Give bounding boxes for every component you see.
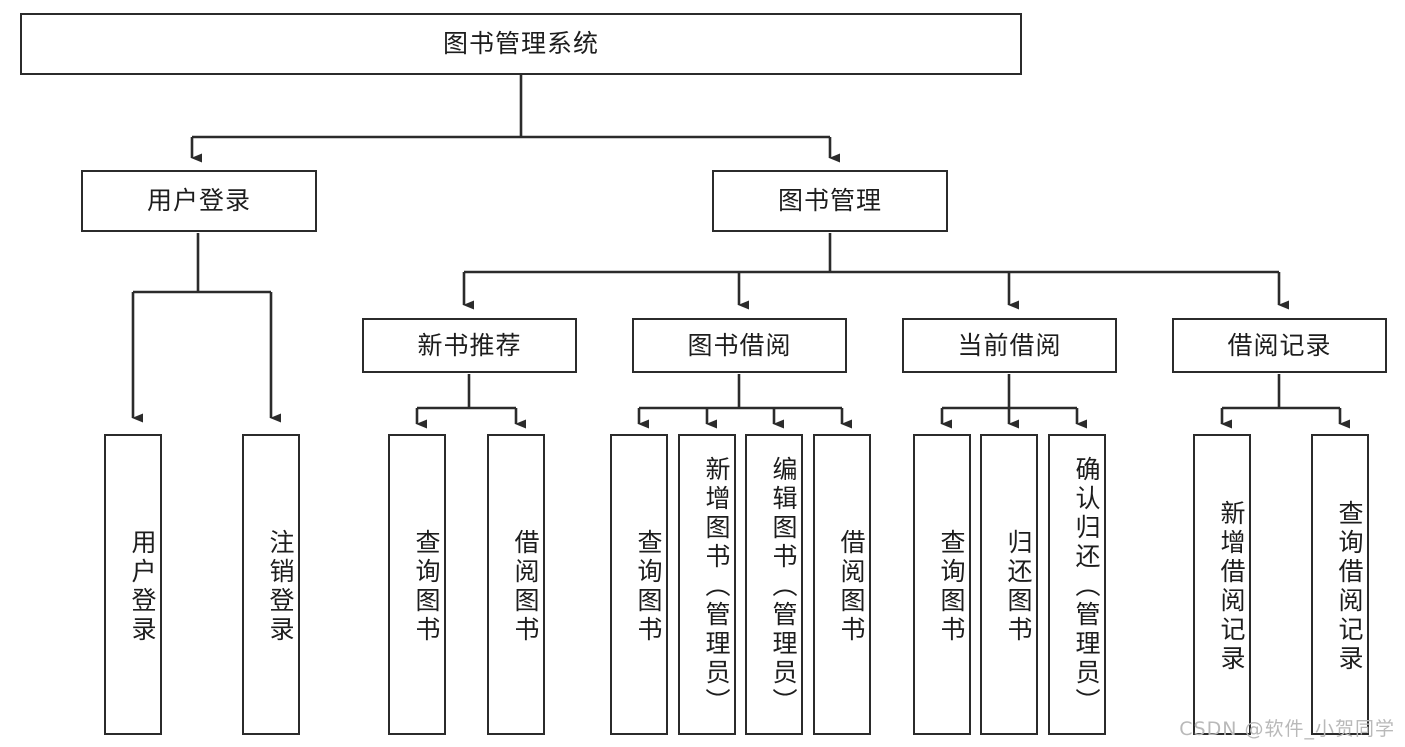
node-current-borrow[interactable]: 当前借阅: [902, 318, 1117, 373]
leaf-user-login-signin-label: 用户登录: [128, 528, 157, 645]
leaf-user-login-signout-label: 注销登录: [266, 528, 295, 645]
node-book-borrow-label: 图书借阅: [687, 330, 792, 360]
node-new-book-recommend-label: 新书推荐: [417, 330, 522, 360]
leaf-current-return-book-label: 归还图书: [1004, 528, 1033, 645]
node-book-management-label: 图书管理: [777, 186, 882, 215]
leaf-current-query-book-label: 查询图书: [937, 528, 966, 645]
leaf-records-add-record-label: 新增借阅记录: [1217, 499, 1246, 674]
leaf-records-add-record[interactable]: 新增借阅记录: [1193, 434, 1251, 735]
leaf-borrow-edit-book[interactable]: 编辑图书（管理员）: [745, 434, 803, 735]
leaf-borrow-borrow-book[interactable]: 借阅图书: [813, 434, 871, 735]
leaf-records-query-record[interactable]: 查询借阅记录: [1311, 434, 1369, 735]
leaf-current-confirm-return-label: 确认归还（管理员）: [1072, 456, 1101, 717]
leaf-records-query-record-label: 查询借阅记录: [1335, 499, 1364, 674]
node-borrow-records-label: 借阅记录: [1227, 330, 1332, 360]
node-borrow-records[interactable]: 借阅记录: [1172, 318, 1387, 373]
leaf-user-login-signin[interactable]: 用户登录: [104, 434, 162, 735]
node-user-login-label: 用户登录: [146, 186, 251, 215]
leaf-borrow-add-book[interactable]: 新增图书（管理员）: [678, 434, 736, 735]
node-root-system[interactable]: 图书管理系统: [20, 13, 1022, 75]
leaf-borrow-edit-book-label: 编辑图书（管理员）: [769, 456, 798, 717]
node-user-login[interactable]: 用户登录: [81, 170, 317, 232]
node-root-system-label: 图书管理系统: [442, 29, 599, 58]
leaf-new-book-query-label: 查询图书: [412, 528, 441, 645]
node-new-book-recommend[interactable]: 新书推荐: [362, 318, 577, 373]
leaf-new-book-query[interactable]: 查询图书: [388, 434, 446, 735]
leaf-new-book-borrow-label: 借阅图书: [511, 528, 540, 645]
node-book-management[interactable]: 图书管理: [712, 170, 948, 232]
leaf-current-return-book[interactable]: 归还图书: [980, 434, 1038, 735]
node-current-borrow-label: 当前借阅: [957, 330, 1062, 360]
leaf-borrow-query-book[interactable]: 查询图书: [610, 434, 668, 735]
leaf-current-query-book[interactable]: 查询图书: [913, 434, 971, 735]
leaf-new-book-borrow[interactable]: 借阅图书: [487, 434, 545, 735]
leaf-borrow-borrow-book-label: 借阅图书: [837, 528, 866, 645]
leaf-current-confirm-return[interactable]: 确认归还（管理员）: [1048, 434, 1106, 735]
leaf-borrow-query-book-label: 查询图书: [634, 528, 663, 645]
node-book-borrow[interactable]: 图书借阅: [632, 318, 847, 373]
leaf-user-login-signout[interactable]: 注销登录: [242, 434, 300, 735]
leaf-borrow-add-book-label: 新增图书（管理员）: [702, 456, 731, 717]
